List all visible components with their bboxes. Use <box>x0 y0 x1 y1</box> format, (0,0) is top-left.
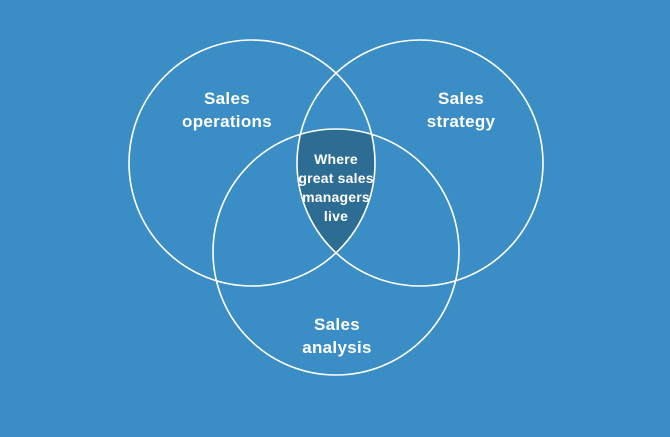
venn-circle-sales-analysis <box>212 128 460 376</box>
label-sales-strategy: Sales strategy <box>427 87 496 133</box>
label-line: Sales <box>204 89 250 108</box>
label-line: managers <box>302 189 370 205</box>
label-line: strategy <box>426 112 496 131</box>
label-line: Sales <box>438 89 484 108</box>
label-center-intersection: Where great sales managers live <box>298 150 373 226</box>
label-line: Sales <box>314 315 360 334</box>
label-line: Where <box>314 151 358 167</box>
venn-circle-sales-operations <box>128 39 376 287</box>
label-sales-analysis: Sales analysis <box>302 313 372 359</box>
label-line: analysis <box>302 338 372 357</box>
venn-circle-sales-strategy <box>296 39 544 287</box>
label-line: great sales <box>298 170 374 186</box>
label-line: live <box>323 208 349 224</box>
label-line: operations <box>182 112 272 131</box>
label-sales-operations: Sales operations <box>182 87 272 133</box>
